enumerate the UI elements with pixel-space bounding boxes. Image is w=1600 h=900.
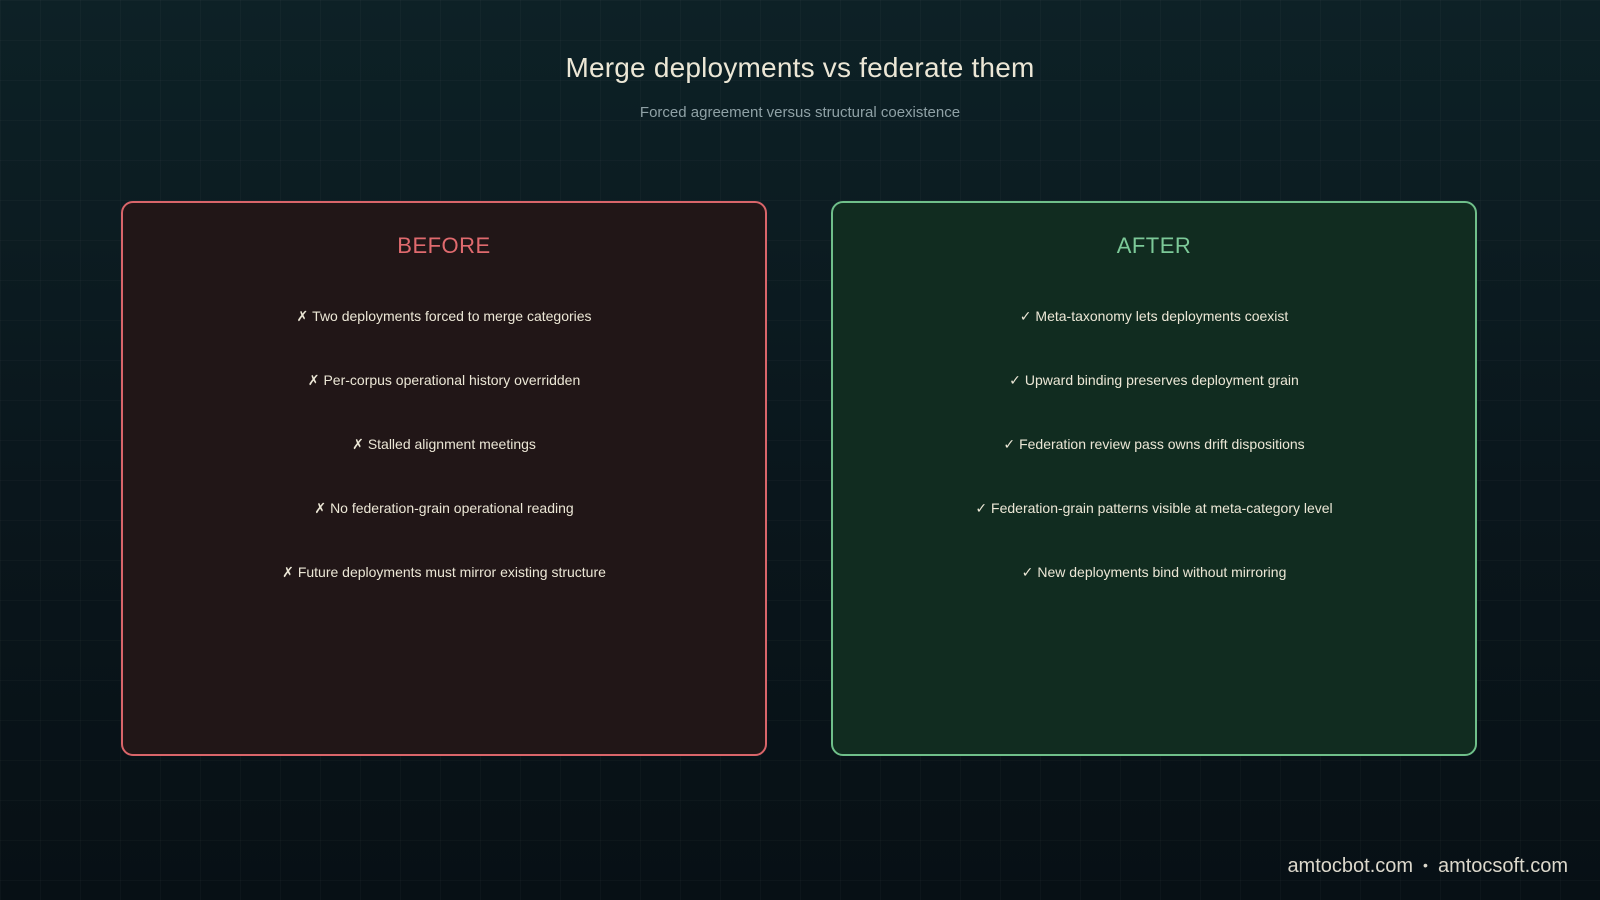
before-item-text: No federation-grain operational reading xyxy=(330,500,574,516)
before-panel: BEFORE ✗Two deployments forced to merge … xyxy=(121,201,767,756)
after-item-text: Federation-grain patterns visible at met… xyxy=(991,500,1333,516)
before-item: ✗Two deployments forced to merge categor… xyxy=(123,307,765,371)
page-title: Merge deployments vs federate them xyxy=(565,52,1035,83)
after-item-text: Federation review pass owns drift dispos… xyxy=(1019,436,1305,452)
before-item: ✗Per-corpus operational history overridd… xyxy=(123,371,765,435)
after-item-text: New deployments bind without mirroring xyxy=(1037,564,1287,580)
footer-site-two: amtocsoft.com xyxy=(1437,855,1568,877)
after-list: ✓Meta-taxonomy lets deployments coexist … xyxy=(833,307,1475,627)
before-item-text: Per-corpus operational history overridde… xyxy=(323,372,581,388)
after-heading: AFTER xyxy=(1116,233,1192,258)
checkmark-icon: ✓ xyxy=(1003,436,1016,452)
cross-icon: ✗ xyxy=(296,308,309,324)
page-subtitle: Forced agreement versus structural coexi… xyxy=(639,104,961,121)
before-heading: BEFORE xyxy=(397,233,491,258)
after-item: ✓Meta-taxonomy lets deployments coexist xyxy=(833,307,1475,371)
after-item: ✓Federation review pass owns drift dispo… xyxy=(833,435,1475,499)
cross-icon: ✗ xyxy=(307,372,320,388)
checkmark-icon: ✓ xyxy=(1019,308,1032,324)
footer-credits: amtocbot.com • amtocsoft.com xyxy=(1287,855,1568,878)
before-item: ✗Stalled alignment meetings xyxy=(123,435,765,499)
cross-icon: ✗ xyxy=(314,500,327,516)
before-item: ✗No federation-grain operational reading xyxy=(123,499,765,563)
after-panel: AFTER ✓Meta-taxonomy lets deployments co… xyxy=(831,201,1477,756)
before-item-text: Future deployments must mirror existing … xyxy=(297,564,606,580)
after-item-text: Meta-taxonomy lets deployments coexist xyxy=(1035,308,1289,324)
footer-site-one: amtocbot.com xyxy=(1287,855,1414,877)
after-item-text: Upward binding preserves deployment grai… xyxy=(1024,372,1299,388)
checkmark-icon: ✓ xyxy=(1009,372,1021,388)
before-list: ✗Two deployments forced to merge categor… xyxy=(123,307,765,627)
before-item-text: Two deployments forced to merge categori… xyxy=(312,308,592,324)
footer-separator: • xyxy=(1423,857,1428,873)
before-item-text: Stalled alignment meetings xyxy=(367,436,536,452)
after-item: ✓Upward binding preserves deployment gra… xyxy=(833,371,1475,435)
after-item: ✓New deployments bind without mirroring xyxy=(833,563,1475,627)
after-item: ✓Federation-grain patterns visible at me… xyxy=(833,499,1475,563)
cross-icon: ✗ xyxy=(352,436,364,452)
before-item: ✗Future deployments must mirror existing… xyxy=(123,563,765,627)
cross-icon: ✗ xyxy=(282,564,294,580)
checkmark-icon: ✓ xyxy=(975,500,988,516)
checkmark-icon: ✓ xyxy=(1021,564,1034,580)
